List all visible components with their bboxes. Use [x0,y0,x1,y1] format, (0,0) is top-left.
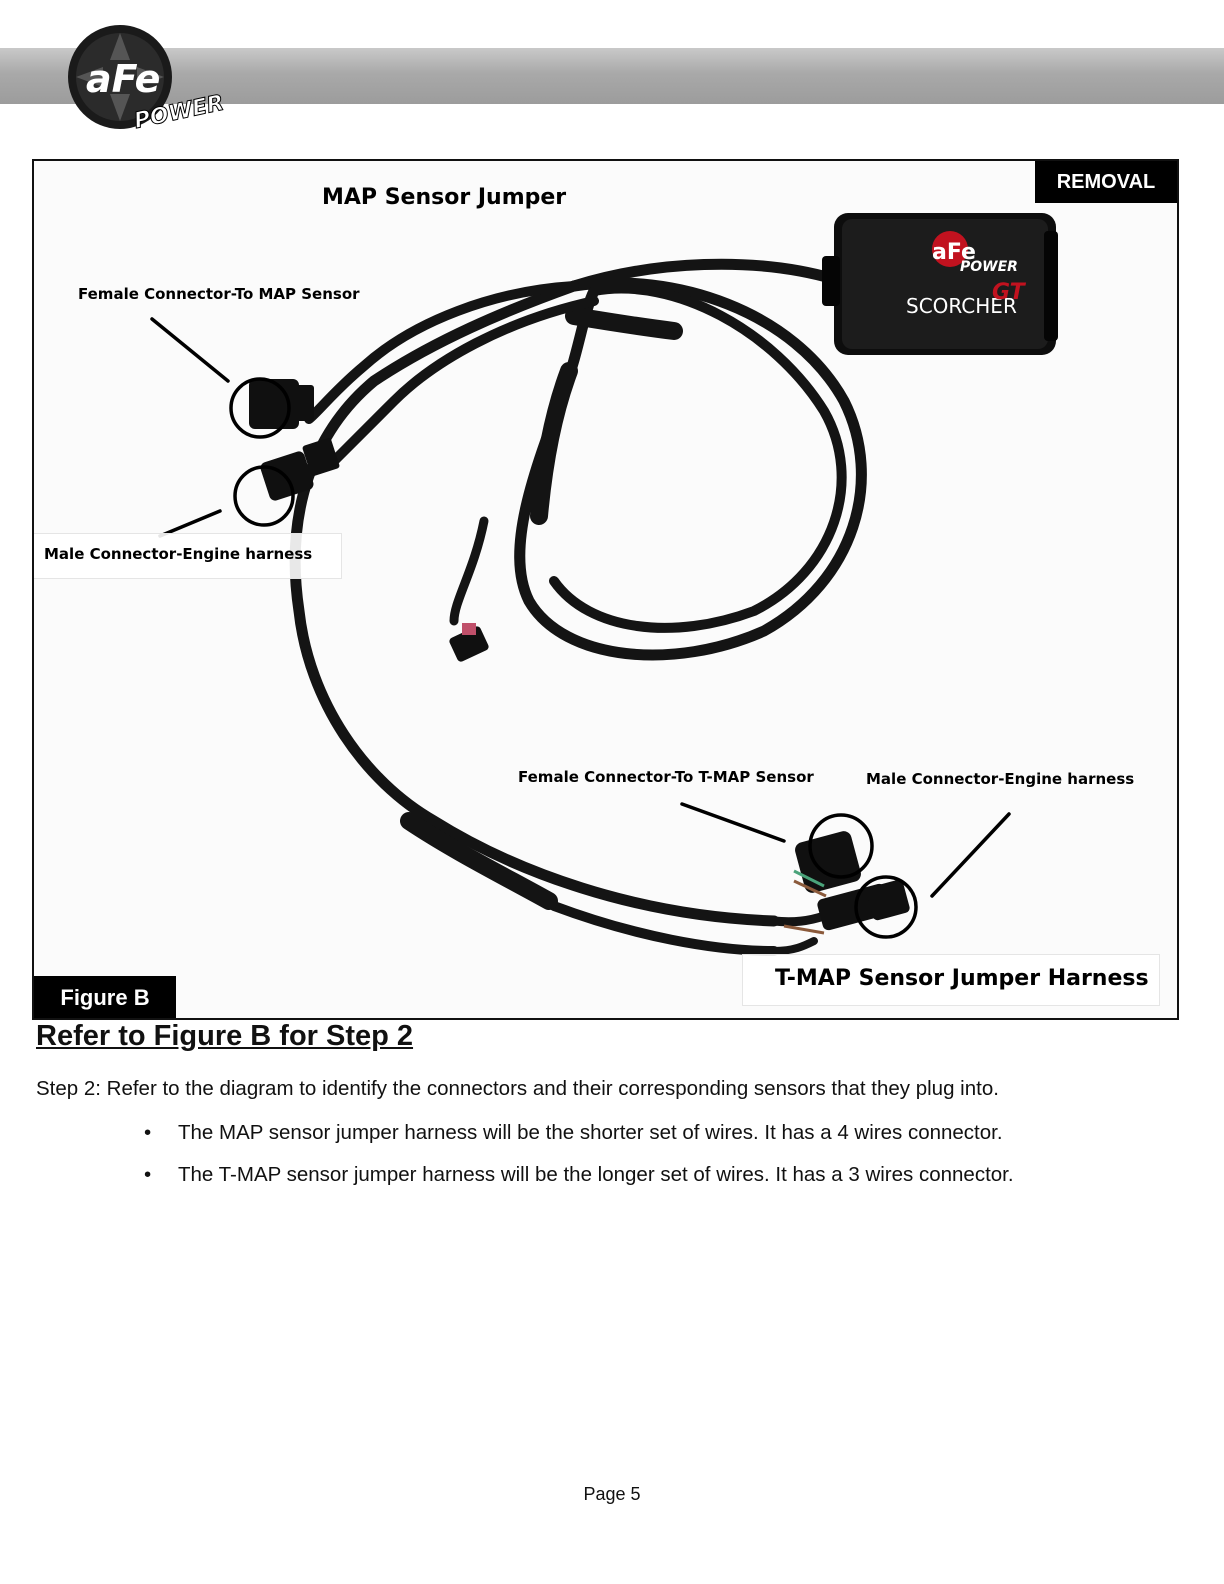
male-connector-map-label: Male Connector-Engine harness [44,545,313,563]
svg-text:GT: GT [992,280,1027,305]
figure-b-tag: Figure B [34,976,176,1018]
figure-b: aFe POWER SCORCHER GT MAP Sensor Jumper … [32,159,1179,1020]
female-connector-map-label: Female Connector-To MAP Sensor [78,285,360,303]
svg-text:SCORCHER: SCORCHER [906,294,1017,318]
female-connector-tmap-label: Female Connector-To T-MAP Sensor [518,768,814,786]
bullet-list: •The MAP sensor jumper harness will be t… [140,1120,1014,1204]
tmap-title-box [742,954,1160,1006]
step-2-text: Step 2: Refer to the diagram to identify… [36,1077,999,1100]
svg-text:POWER: POWER [960,259,1018,275]
list-item: •The MAP sensor jumper harness will be t… [144,1121,1003,1144]
harness-photo: aFe POWER SCORCHER GT [150,213,1058,956]
removal-tag: REMOVAL [1035,161,1177,203]
svg-text:aFe: aFe [86,57,160,101]
afe-power-logo-icon: aFe POWER [68,25,227,135]
bullet-icon: • [144,1121,152,1144]
list-item: •The T-MAP sensor jumper harness will be… [144,1163,1014,1186]
section-title: Refer to Figure B for Step 2 [36,1020,414,1052]
male-connector-tmap-label: Male Connector-Engine harness [866,770,1135,788]
svg-text:aFe: aFe [932,240,976,265]
header-bar [0,48,1224,104]
page-number: Page 5 [583,1484,641,1504]
bullet-icon: • [144,1163,152,1186]
tmap-sensor-jumper-title: T-MAP Sensor Jumper Harness [775,966,1149,991]
male-map-label-box [34,533,342,579]
map-sensor-jumper-title: MAP Sensor Jumper [322,185,567,210]
